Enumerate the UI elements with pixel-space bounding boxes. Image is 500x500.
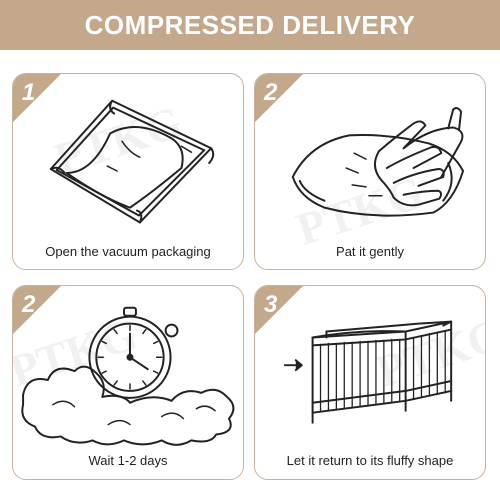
- header-banner: COMPRESSED DELIVERY: [0, 0, 500, 50]
- crib-icon: [283, 320, 453, 424]
- hand-patting-icon: [291, 107, 465, 217]
- step-number-badge: 2: [255, 74, 304, 123]
- step-caption: Open the vacuum packaging: [45, 244, 211, 259]
- step-number: 3: [264, 291, 278, 318]
- step-card-wait: 2 PTKG Wait: [12, 285, 244, 480]
- step-number-badge: 1: [13, 74, 62, 123]
- page-title: COMPRESSED DELIVERY: [84, 9, 416, 40]
- step-caption: Pat it gently: [336, 244, 404, 259]
- step-card-open-packaging: 1 PTKG Open the vacuum packaging: [12, 73, 244, 270]
- step-card-pat-gently: 2 PTKG Pat it gently: [254, 73, 486, 270]
- step-card-fluffy-shape: 3 PTKG: [254, 285, 486, 480]
- step-number: 1: [22, 79, 36, 106]
- clock-clouds-icon: [21, 306, 235, 446]
- step-caption: Wait 1-2 days: [88, 453, 168, 468]
- step-number: 2: [264, 79, 278, 106]
- step-caption: Let it return to its fluffy shape: [286, 453, 454, 468]
- step-number-badge: 2: [13, 286, 62, 335]
- step-number-badge: 3: [255, 286, 304, 335]
- step-number: 2: [22, 291, 36, 318]
- vacuum-bag-icon: [49, 99, 215, 224]
